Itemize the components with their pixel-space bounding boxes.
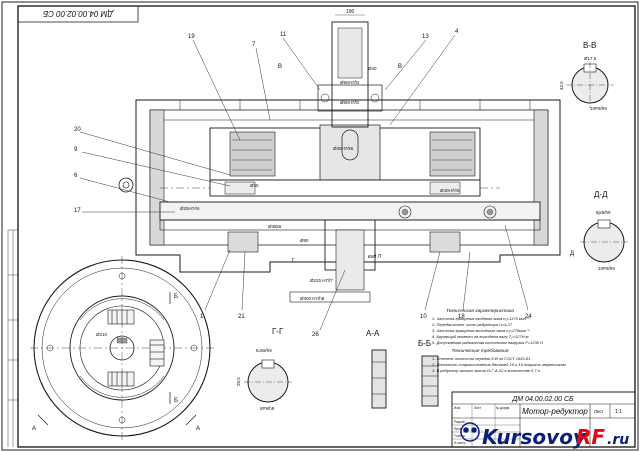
section-gg: Г-Г 8Js9/h9 8P9/h9 20,5 bbox=[236, 327, 292, 411]
watermark-kursovoy: Kursovoy bbox=[482, 425, 587, 449]
callout: 13 bbox=[422, 34, 429, 40]
req-line: 2. Плоскость соприкосновения деталей 15 … bbox=[431, 362, 566, 367]
dim-bear1: Ø90H7/l0 bbox=[340, 80, 360, 85]
view-arrow-a-left: А bbox=[32, 426, 36, 432]
binding-strip bbox=[7, 229, 18, 447]
main-section-view bbox=[118, 21, 561, 303]
tech-line: 2. Передаточное число редуктора U=4,27 bbox=[431, 322, 513, 327]
view-arrow-a-right: А bbox=[196, 426, 200, 432]
stamp-row: Н.контр. bbox=[454, 441, 466, 445]
section-aa: А-А bbox=[366, 329, 387, 409]
view-arrow-d: Д bbox=[570, 251, 574, 257]
stamp-row: Пров. bbox=[454, 427, 463, 431]
kursovoy-watermark: Kursovoy RF .ru bbox=[460, 422, 629, 449]
section-dd-title: Д-Д bbox=[594, 190, 608, 199]
scale: 1:1 bbox=[615, 409, 622, 415]
view-arrow-b-top: Б bbox=[174, 294, 178, 300]
req-header: Технические требования bbox=[452, 348, 509, 354]
dim-dd-1: 8js9/h9 bbox=[596, 210, 611, 215]
tech-line: 4. Крутящий момент на выходном валу T₂=1… bbox=[432, 334, 529, 339]
view-arrow-b-bot: Б bbox=[174, 398, 178, 404]
section-vv: В-В Ø17,5 42,5 10P9/h9 bbox=[559, 41, 614, 111]
leader-lines bbox=[79, 34, 529, 331]
view-arrow-v-right: В bbox=[398, 64, 402, 70]
dim-bottom: Ø300 H7/h8 bbox=[300, 296, 325, 301]
callout: 7 bbox=[252, 42, 256, 48]
dim-bot2: Ø225 H7/f7 bbox=[310, 278, 334, 283]
callout: 20 bbox=[74, 127, 81, 133]
sheet-label: Лист bbox=[594, 409, 604, 414]
req-line: 3. В редуктор залить масло И-Г-А-32 в ко… bbox=[432, 368, 541, 373]
dim-gg-3: 20,5 bbox=[236, 377, 241, 386]
callout: 17 bbox=[74, 208, 81, 214]
rotated-code-box: ДМ 04.00.02.00 СБ bbox=[17, 5, 139, 23]
dim-mid: Ø30H7/k6 bbox=[333, 146, 354, 151]
drawing-frame bbox=[17, 5, 636, 448]
callout: 18 bbox=[458, 314, 465, 320]
dim-bear2: Ø80H7/l0 bbox=[340, 100, 360, 105]
dim-low1: Ø35k6 bbox=[268, 224, 282, 229]
dim-vv-3: 10P9/h9 bbox=[590, 106, 607, 111]
watermark-rf: RF bbox=[576, 425, 605, 449]
main-dimensions: 190 Ø40 Ø90H7/l0 Ø80H7/l0 Ø30H7/k6 Ø30 Ø… bbox=[180, 9, 460, 301]
dim-vv-2: 42,5 bbox=[559, 81, 564, 90]
drawing-title: Мотор-редуктор bbox=[522, 407, 588, 416]
callout: 11 bbox=[280, 32, 287, 38]
rotated-doc-code: ДМ 04.00.02.00 СБ bbox=[43, 9, 114, 18]
view-label-g: Г bbox=[292, 258, 295, 264]
dim-disc: Ø210 bbox=[96, 332, 108, 337]
dim-low2: Ø90 bbox=[300, 238, 309, 243]
callout: 24 bbox=[525, 314, 532, 320]
section-aa-title: А-А bbox=[366, 329, 380, 338]
doc-code: ДМ 04.00.02.00 СБ bbox=[511, 396, 574, 403]
section-gg-title: Г-Г bbox=[272, 327, 284, 336]
dim-gg-2: 8P9/h9 bbox=[260, 406, 275, 411]
dim-left2: Ø40H7/r6 bbox=[440, 188, 460, 193]
stamp-row: Лист bbox=[474, 406, 481, 410]
section-dd: Д-Д 8js9/h9 10P9/h9 Д bbox=[570, 190, 628, 271]
callout: 4 bbox=[455, 29, 459, 35]
dim-top: 190 bbox=[346, 9, 355, 15]
dim-dd-2: 10P9/h9 bbox=[598, 266, 615, 271]
dim-phi40: Ø40 bbox=[368, 66, 377, 71]
tech-line: 1. Частота вращения входного вала n₁=117… bbox=[432, 316, 530, 321]
callout: 6 bbox=[74, 173, 78, 179]
dim-left: Ø25H7/r6 bbox=[180, 206, 200, 211]
title-block bbox=[451, 391, 636, 448]
tech-characteristics: Техническая характеристика 1. Частота вр… bbox=[431, 308, 566, 373]
dim-mid2: Ø30 bbox=[250, 183, 259, 188]
watermark-ru: .ru bbox=[607, 432, 629, 448]
dim-gg-1: 8Js9/h9 bbox=[256, 348, 272, 353]
callout: 21 bbox=[238, 314, 245, 320]
tech-header: Техническая характеристика bbox=[446, 308, 514, 314]
callout: 19 bbox=[188, 34, 195, 40]
callout: 9 bbox=[74, 147, 78, 153]
disc-labels: Б Б А А Ø210 bbox=[32, 294, 200, 432]
stamp-row: Разраб. bbox=[454, 420, 466, 424]
view-vid: вид Л bbox=[368, 254, 382, 260]
dim-vv-1: Ø17,5 bbox=[584, 56, 597, 61]
req-line: 1. Степень точности передач 8-В по ГОСТ … bbox=[432, 356, 530, 361]
callout: 1 bbox=[200, 314, 204, 320]
section-bb-title: Б-Б bbox=[418, 339, 431, 348]
title-block-text: ДМ 04.00.02.00 СБ Мотор-редуктор Лист 1:… bbox=[454, 396, 622, 445]
callout: 10 bbox=[420, 314, 427, 320]
owl-logo-icon bbox=[460, 422, 480, 442]
section-bb: Б-Б bbox=[418, 339, 439, 407]
callout: 26 bbox=[312, 332, 319, 338]
section-vv-title: В-В bbox=[583, 41, 596, 50]
tech-line: 3. Частота вращения выходного вала n₂=27… bbox=[432, 328, 530, 333]
view-arrow-v-left: В bbox=[278, 64, 282, 70]
stamp-row: Т.контр. bbox=[454, 434, 466, 438]
tech-line: 5. Допускаемая радиальная консольная наг… bbox=[432, 340, 543, 345]
disc-view bbox=[30, 256, 214, 440]
stamp-row: № докум. bbox=[496, 406, 510, 410]
stamp-row: Изм. bbox=[454, 406, 461, 410]
callout-numbers: 19 7 11 13 4 20 9 6 17 1 21 10 18 24 26 bbox=[74, 29, 532, 338]
